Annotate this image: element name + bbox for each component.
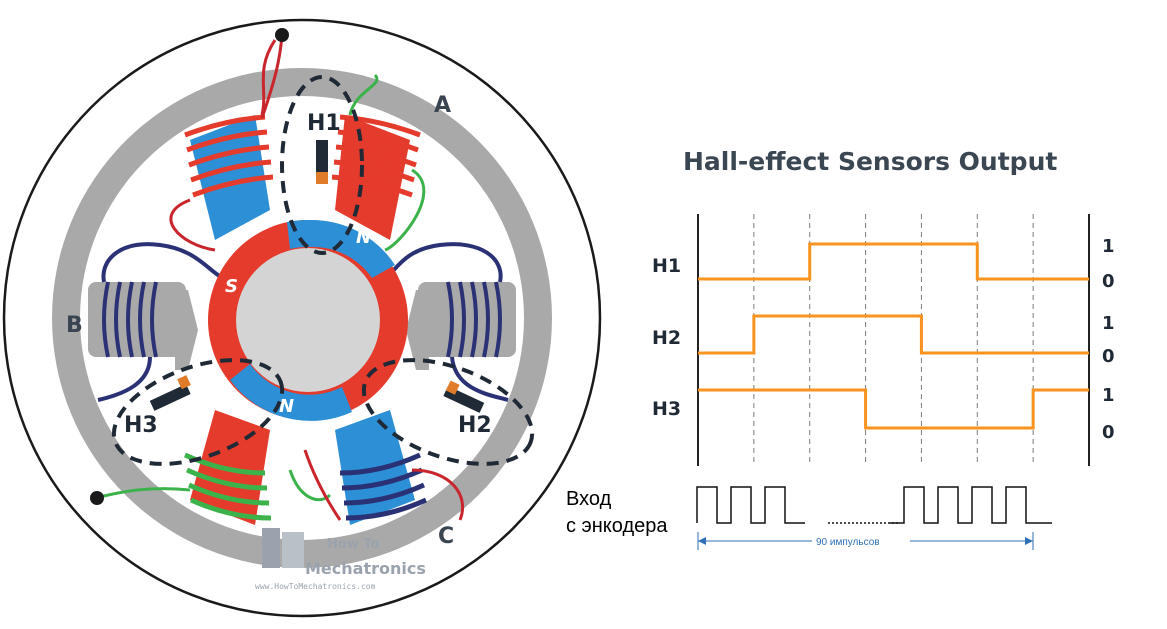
- row-label-h3: H3: [652, 398, 681, 420]
- row-label-h2: H2: [652, 327, 681, 349]
- pole-s-left: S: [225, 276, 238, 297]
- encoder-label-line1: Вход: [566, 488, 612, 510]
- phase-b-label: B: [66, 313, 83, 338]
- encoder-pulses: [696, 486, 1052, 524]
- stator-teeth: [88, 282, 516, 370]
- watermark-logo-mark-2: [282, 532, 304, 568]
- chart-title: Hall-effect Sensors Output: [683, 147, 1057, 176]
- sensor-outlines: [111, 75, 535, 466]
- h3-high-label: 1: [1102, 385, 1115, 406]
- sensor-h3-label: H3: [124, 413, 158, 438]
- terminal-top: [275, 28, 289, 42]
- pole-s-right: S: [400, 354, 413, 375]
- phase-c-label: C: [438, 524, 454, 549]
- watermark-line2: Mechatronics: [305, 559, 426, 578]
- wave-h3: [698, 388, 1089, 430]
- h2-low-label: 0: [1102, 346, 1115, 367]
- rotor: N S N S: [208, 219, 413, 421]
- hall-output-chart: Hall-effect Sensors Output H1 H2 H3 1 0 …: [566, 147, 1115, 550]
- watermark-logo-mark: [262, 528, 280, 568]
- hall-sensors: [149, 140, 485, 413]
- motor-diagram: N S N S A B C H1 H2 H3: [2, 18, 602, 618]
- terminal-left: [90, 491, 104, 505]
- coil-b: [97, 242, 229, 402]
- wire-red: [303, 449, 342, 521]
- encoder-pulses-right: [890, 486, 1052, 524]
- pole-n-bottom: N: [279, 396, 294, 417]
- outer-ring: [2, 18, 602, 618]
- row-label-h1: H1: [652, 255, 681, 277]
- phase-a-label: A: [434, 93, 451, 118]
- coil-top-right: [331, 73, 426, 252]
- h3-low-label: 0: [1102, 422, 1115, 443]
- watermark: How To Mechatronics www.HowToMechatronic…: [255, 528, 426, 591]
- wave-h1: [698, 242, 1089, 281]
- coil-top-left: [169, 39, 277, 252]
- encoder-span-note: 90 импульсов: [816, 537, 880, 548]
- chart-waves: [698, 242, 1089, 430]
- encoder-span: 90 импульсов: [697, 532, 1034, 550]
- lead-top: [260, 34, 284, 119]
- h1-low-label: 0: [1102, 271, 1115, 292]
- h2-high-label: 1: [1102, 313, 1115, 334]
- encoder-label-line2: с энкодера: [566, 515, 668, 537]
- wave-h2: [698, 314, 1089, 355]
- h1-high-label: 1: [1102, 236, 1115, 257]
- sensor-h2-label: H2: [458, 413, 492, 438]
- watermark-line1: How To: [327, 537, 379, 552]
- pole-n-top: N: [356, 227, 371, 248]
- encoder-pulses-left: [696, 486, 805, 524]
- coil-bottom-left: [94, 410, 272, 525]
- watermark-url: www.HowToMechatronics.com: [255, 582, 376, 591]
- coil-bottom-right: [335, 410, 464, 525]
- sensor-h1-label: H1: [307, 111, 341, 136]
